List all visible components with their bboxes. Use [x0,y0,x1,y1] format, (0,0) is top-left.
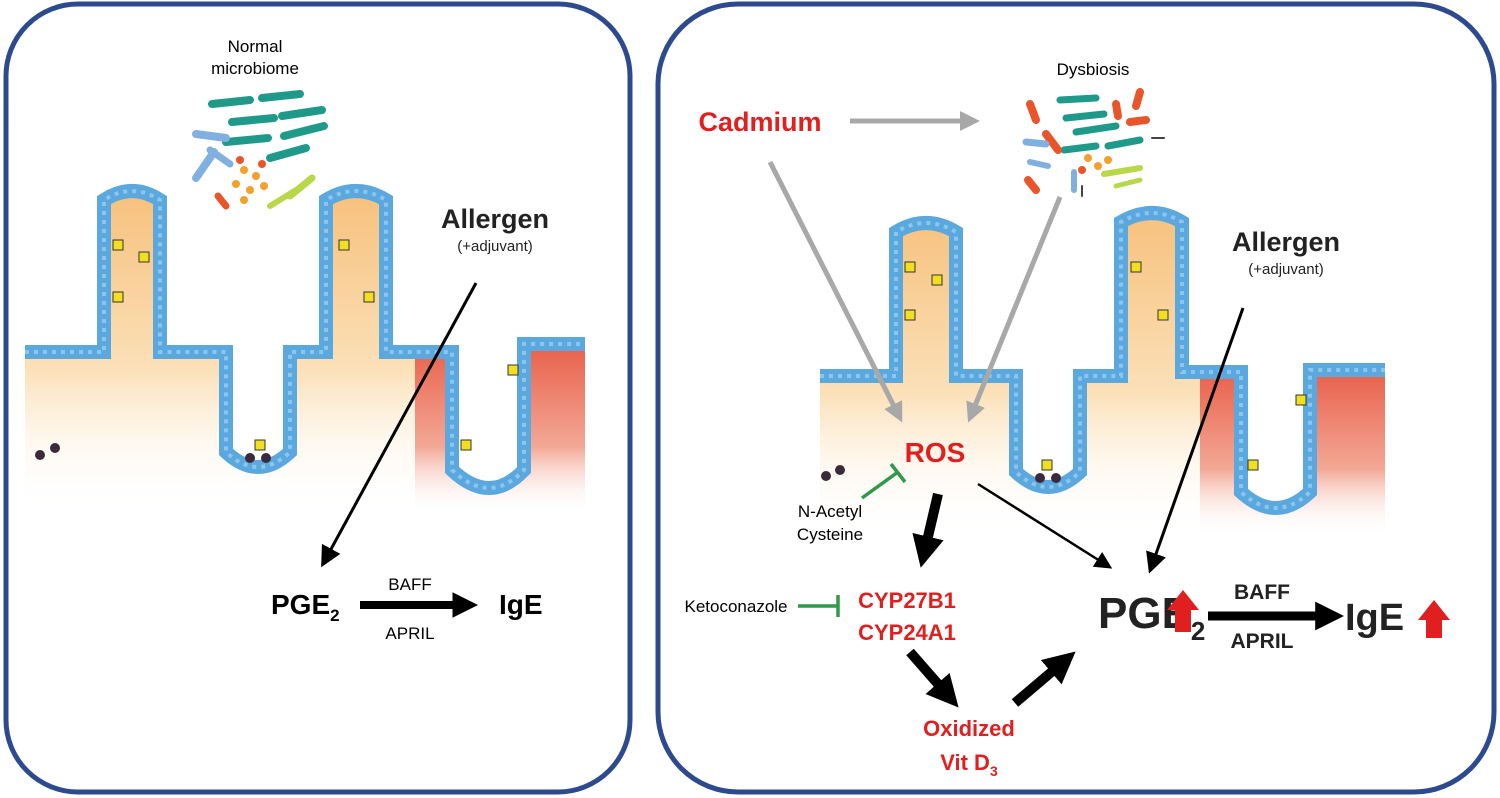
cadmium-label: Cadmium [698,107,821,137]
normal-microbiome-illustration [192,90,328,210]
ige-increase-arrow-icon [1418,600,1450,638]
oxidized-vitd3-label-line1: Oxidized [923,716,1015,741]
oxidized-vitd3-label-line2: Vit D3 [940,750,998,779]
right-allergen-arrow [1146,307,1245,574]
nac-label-line2: Cysteine [797,525,863,544]
nac-inhibition-bar [889,462,907,484]
left-april-label: APRIL [385,624,434,643]
ros-label: ROS [905,437,966,468]
left-adjuvant-label: (+adjuvant) [457,238,532,255]
ketoconazole-label: Ketoconazole [684,597,787,616]
right-allergen-label: Allergen [1232,227,1340,257]
nac-inhibition-line [860,470,900,500]
cadmium-to-ros-arrow [767,160,903,423]
left-allergen-arrow [321,282,478,568]
nac-label-line1: N-Acetyl [798,502,862,521]
right-adjuvant-label: (+adjuvant) [1248,261,1323,278]
dysbiosis-illustration [1022,88,1165,197]
right-baff-label: BAFF [1234,581,1290,604]
left-allergen-label: Allergen [441,204,549,234]
ros-to-cyp-arrow [912,492,944,568]
cyp27b1-label: CYP27B1 [858,588,956,613]
right-intestinal-villi [820,206,1385,535]
dysbiosis-to-ros-arrow [966,196,1063,423]
microbiome-dots [232,156,268,204]
left-panel: Normal microbiome Allergen (+adjuvant) P… [3,1,633,795]
normal-microbiome-label-line1: Normal [228,37,283,56]
right-april-label: APRIL [1231,630,1294,653]
ros-to-pge2-arrow [977,482,1113,569]
left-ige-label: IgE [499,589,543,620]
left-baff-label: BAFF [388,575,431,594]
oxidized-vitd3-to-pge2-arrow [1011,651,1076,707]
right-panel: Dysbiosis Cadmium Allergen (+adjuvant) R… [655,1,1497,795]
left-intestinal-villi [25,184,585,515]
cyp-to-oxidized-vitd3-arrow [906,648,959,708]
normal-microbiome-label-line2: microbiome [211,59,299,78]
dysbiosis-dots [1078,154,1112,174]
cyp24a1-label: CYP24A1 [858,620,956,645]
left-pge2-label: PGE2 [271,589,340,625]
right-ige-label: IgE [1345,597,1404,639]
pge2-increase-arrow-icon [1167,590,1199,632]
dysbiosis-label: Dysbiosis [1057,60,1130,79]
